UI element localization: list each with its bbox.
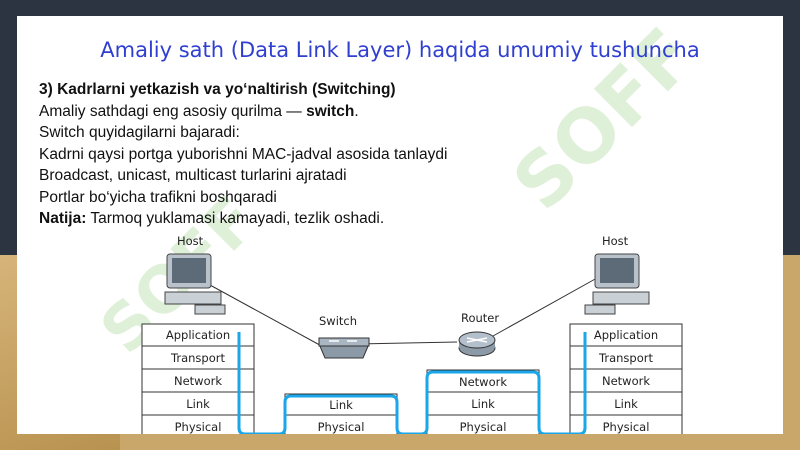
body-line: Portlar bo‘yicha trafikni boshqaradi: [39, 188, 277, 206]
stack-layer-label: Transport: [170, 351, 225, 365]
stack-layer-label: Network: [459, 375, 507, 389]
router-label: Router: [461, 311, 499, 325]
body-line: Broadcast, unicast, multicast turlarini …: [39, 167, 347, 184]
left-host-stack: Application Transport Network Link Physi…: [141, 323, 255, 434]
router-icon: [458, 331, 496, 357]
intro-suffix: .: [354, 102, 359, 120]
section-heading: 3) Kadrlarni yetkazish va yo‘naltirish (…: [39, 81, 396, 98]
right-host-computer-icon: [584, 253, 650, 315]
network-diagram: Host Switch Router Host: [141, 234, 683, 434]
result-text: Tarmoq yuklamasi kamayadi, tezlik oshadi…: [86, 210, 385, 227]
stack-layer-label: Network: [602, 374, 650, 388]
left-host-computer-icon: [164, 253, 226, 315]
stack-layer-label: Physical: [460, 420, 507, 434]
stack-layer-label: Link: [329, 398, 353, 412]
cable-host-switch: [198, 278, 328, 350]
switch-label: Switch: [319, 314, 357, 328]
stack-layer-label: Application: [166, 328, 230, 342]
stack-layer-label: Physical: [603, 420, 650, 434]
stack-layer-label: Application: [594, 328, 658, 342]
slide-title: Amaliy sath (Data Link Layer) haqida umu…: [100, 38, 700, 62]
switch-stack: Link Physical: [284, 393, 398, 434]
stack-layer-label: Link: [471, 397, 495, 411]
stack-layer-label: Link: [614, 397, 638, 411]
body-line: Switch quyidagilarni bajaradi:: [39, 124, 240, 141]
slide: SOFF SOFF Amaliy sath (Data Link Layer) …: [17, 12, 783, 434]
cable-switch-router: [356, 341, 458, 345]
slide-body: 3) Kadrlarni yetkazish va yo‘naltirish (…: [39, 79, 759, 230]
right-host-label: Host: [602, 234, 629, 248]
router-stack: Network Link Physical: [426, 369, 540, 434]
stack-layer-label: Link: [186, 397, 210, 411]
right-host-stack: Application Transport Network Link Physi…: [569, 323, 683, 434]
intro-prefix: Amaliy sathdagi eng asosiy qurilma —: [39, 102, 307, 120]
stack-layer-label: Physical: [175, 420, 222, 434]
cable-router-host: [492, 277, 598, 337]
intro-switch: switch: [306, 102, 355, 120]
body-line: Kadrni qaysi portga yuborishni MAC-jadva…: [39, 145, 448, 163]
data-flow-path: [237, 332, 587, 434]
switch-icon: [318, 337, 370, 359]
stack-layer-label: Network: [174, 374, 222, 388]
left-host-label: Host: [177, 234, 204, 248]
stack-layer-label: Physical: [318, 420, 365, 434]
stack-layer-label: Transport: [598, 351, 653, 365]
intro-line: Amaliy sathdagi eng asosiy qurilma — swi…: [39, 101, 759, 123]
result-label: Natija:: [39, 210, 87, 227]
result-line: Natija: Tarmoq yuklamasi kamayadi, tezli…: [39, 208, 759, 230]
